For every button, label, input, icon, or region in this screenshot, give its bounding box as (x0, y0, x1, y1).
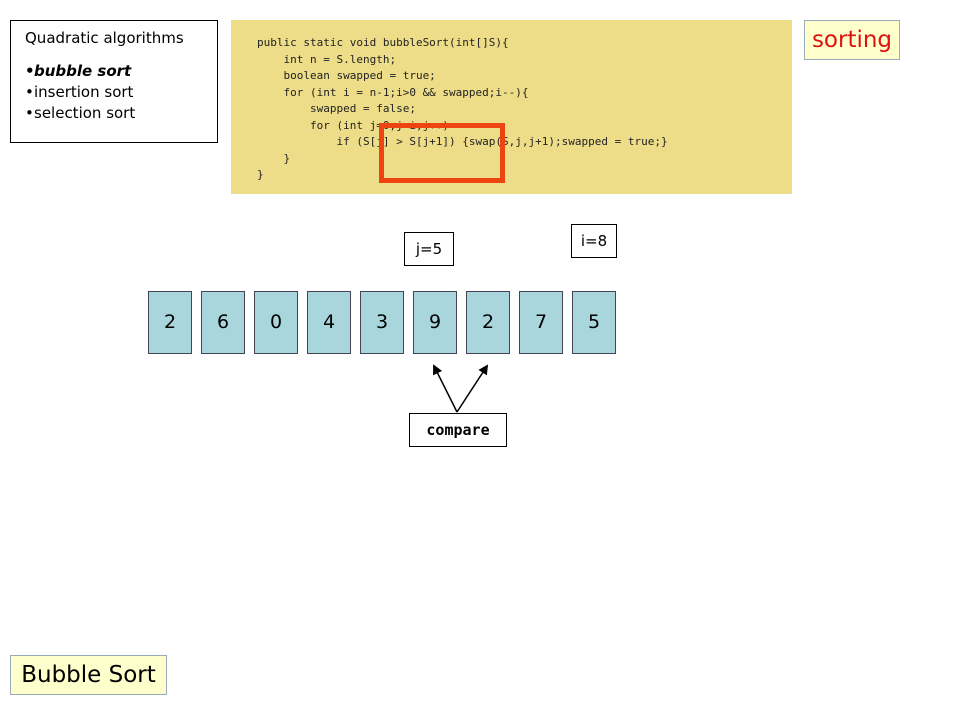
arrow-right-line (456, 364, 489, 413)
array-cell: 7 (519, 291, 563, 354)
array-cell: 5 (572, 291, 616, 354)
topic-list-box: Quadratic algorithms bubble sort inserti… (10, 20, 218, 143)
topic-list-heading: Quadratic algorithms (25, 29, 184, 47)
code-line: swapped = false; (257, 102, 416, 115)
code-line: if (S[j] > S[j+1]) {swap(S,j,j+1);swappe… (257, 135, 668, 148)
arrow-left-line (433, 364, 458, 413)
slide-title: Bubble Sort (10, 655, 167, 695)
topic-item-selection-sort: selection sort (25, 103, 207, 124)
array-row: 2 6 0 4 3 9 2 7 5 (148, 291, 618, 354)
code-line: boolean swapped = true; (257, 69, 436, 82)
array-cell: 2 (466, 291, 510, 354)
code-line: } (257, 168, 264, 181)
counter-j: j=5 (404, 232, 454, 266)
array-cell: 0 (254, 291, 298, 354)
topic-item-insertion-sort: insertion sort (25, 82, 207, 103)
array-cell: 3 (360, 291, 404, 354)
code-line: int n = S.length; (257, 52, 397, 66)
code-highlight-box (379, 123, 505, 183)
code-block: public static void bubbleSort(int[]S){ i… (257, 35, 792, 184)
array-cell: 9 (413, 291, 457, 354)
array-cell: 6 (201, 291, 245, 354)
topic-item-bubble-sort: bubble sort (25, 61, 207, 82)
topic-list: bubble sort insertion sort selection sor… (25, 61, 207, 124)
code-line: for (int i = n-1;i>0 && swapped;i--){ (257, 85, 529, 99)
array-cell: 2 (148, 291, 192, 354)
code-line: } (257, 151, 291, 165)
array-cell: 4 (307, 291, 351, 354)
compare-label: compare (409, 413, 507, 447)
code-line: public static void bubbleSort(int[]S){ (257, 36, 509, 49)
section-tag: sorting (804, 20, 900, 60)
code-panel: public static void bubbleSort(int[]S){ i… (231, 20, 792, 194)
counter-i: i=8 (571, 224, 617, 258)
